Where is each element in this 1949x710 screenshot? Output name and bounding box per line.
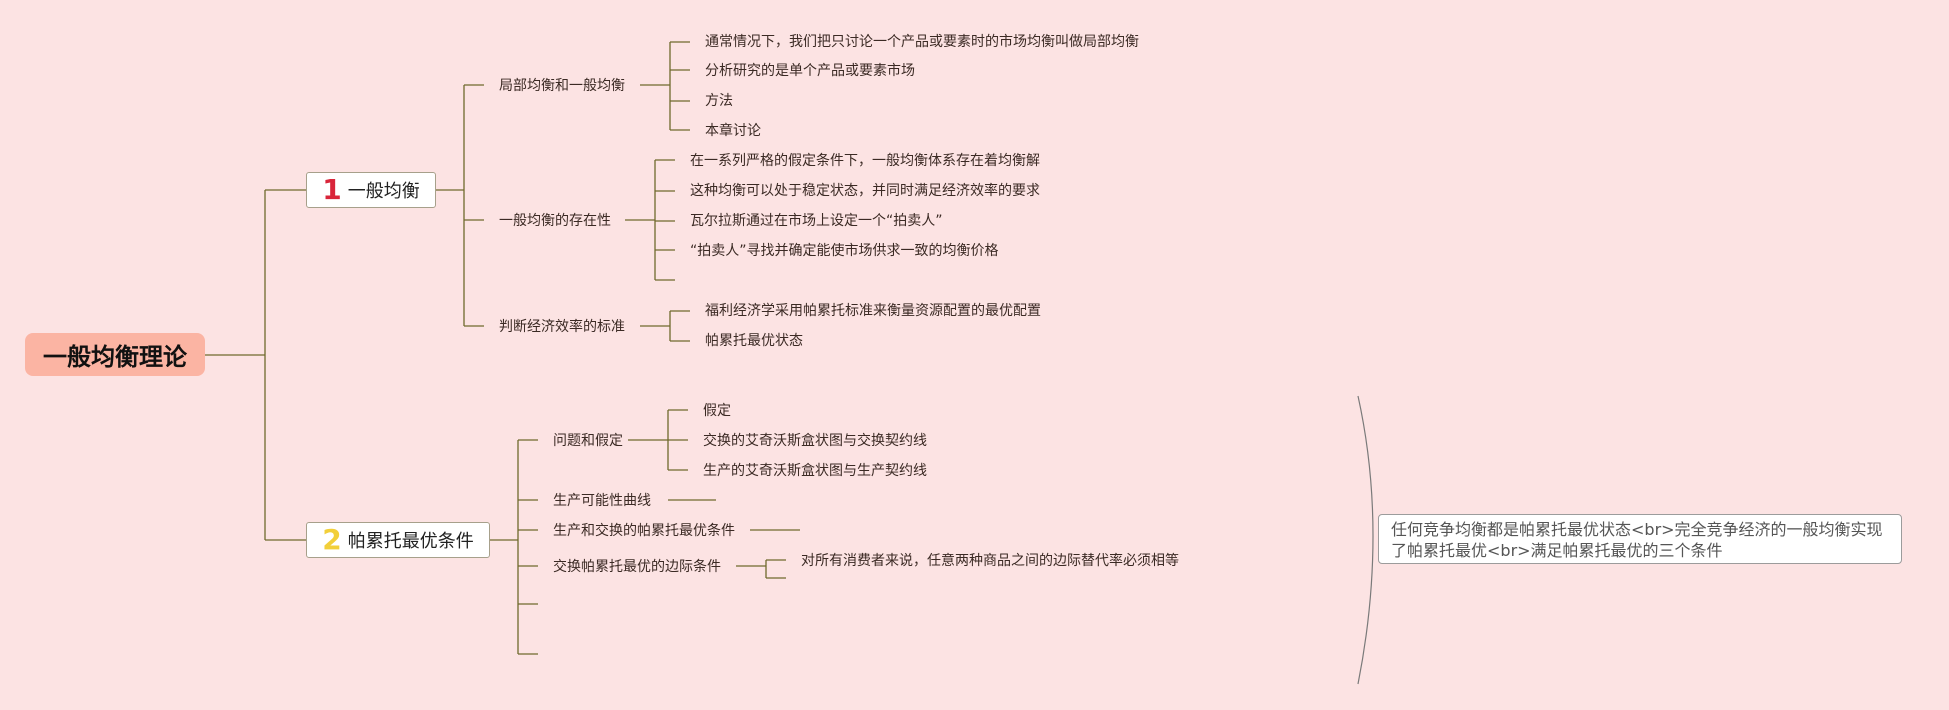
root-topic[interactable]: 一般均衡理论: [25, 333, 205, 376]
topic-number-2: 2: [322, 523, 342, 556]
leaf-item[interactable]: 分析研究的是单个产品或要素市场: [705, 63, 915, 79]
topic-pareto-optimal-conditions[interactable]: 2 帕累托最优条件: [306, 522, 490, 558]
leaf-item[interactable]: 在一系列严格的假定条件下，一般均衡体系存在着均衡解: [690, 153, 1040, 169]
subtopic-production-and-exchange-conditions[interactable]: 生产和交换的帕累托最优条件: [553, 523, 735, 539]
subtopic-problems-and-assumptions[interactable]: 问题和假定: [553, 433, 623, 449]
leaf-item[interactable]: 方法: [705, 93, 733, 109]
topic-label: 一般均衡: [347, 181, 420, 202]
summary-box[interactable]: 任何竞争均衡都是帕累托最优状态<br>完全竞争经济的一般均衡实现了帕累托最优<b…: [1378, 514, 1902, 564]
topic-number-1: 1: [322, 173, 342, 206]
leaf-item[interactable]: 福利经济学采用帕累托标准来衡量资源配置的最优配置: [705, 303, 1041, 319]
leaf-item[interactable]: 这种均衡可以处于稳定状态，并同时满足经济效率的要求: [690, 183, 1040, 199]
subtopic-partial-and-general-equilibrium[interactable]: 局部均衡和一般均衡: [499, 78, 625, 94]
subtopic-exchange-marginal-conditions[interactable]: 交换帕累托最优的边际条件: [553, 559, 721, 575]
leaf-item[interactable]: 本章讨论: [705, 123, 761, 139]
leaf-item[interactable]: 瓦尔拉斯通过在市场上设定一个“拍卖人”: [690, 213, 943, 229]
topic-general-equilibrium[interactable]: 1 一般均衡: [306, 172, 436, 208]
topic-label: 帕累托最优条件: [347, 531, 474, 552]
leaf-item[interactable]: 通常情况下，我们把只讨论一个产品或要素时的市场均衡叫做局部均衡: [705, 34, 1139, 50]
subtopic-production-possibility-curve[interactable]: 生产可能性曲线: [553, 493, 651, 509]
subtopic-existence-of-general-equilibrium[interactable]: 一般均衡的存在性: [499, 213, 611, 229]
subtopic-economic-efficiency-criteria[interactable]: 判断经济效率的标准: [499, 319, 625, 335]
leaf-item[interactable]: 帕累托最优状态: [705, 333, 803, 349]
root-label: 一般均衡理论: [43, 343, 187, 371]
leaf-item[interactable]: “拍卖人”寻找并确定能使市场供求一致的均衡价格: [690, 243, 999, 259]
leaf-item[interactable]: 生产的艾奇沃斯盒状图与生产契约线: [703, 463, 927, 479]
leaf-item[interactable]: 对所有消费者来说，任意两种商品之间的边际替代率必须相等: [801, 553, 1179, 569]
leaf-item[interactable]: 假定: [703, 403, 731, 419]
leaf-item[interactable]: 交换的艾奇沃斯盒状图与交换契约线: [703, 433, 927, 449]
